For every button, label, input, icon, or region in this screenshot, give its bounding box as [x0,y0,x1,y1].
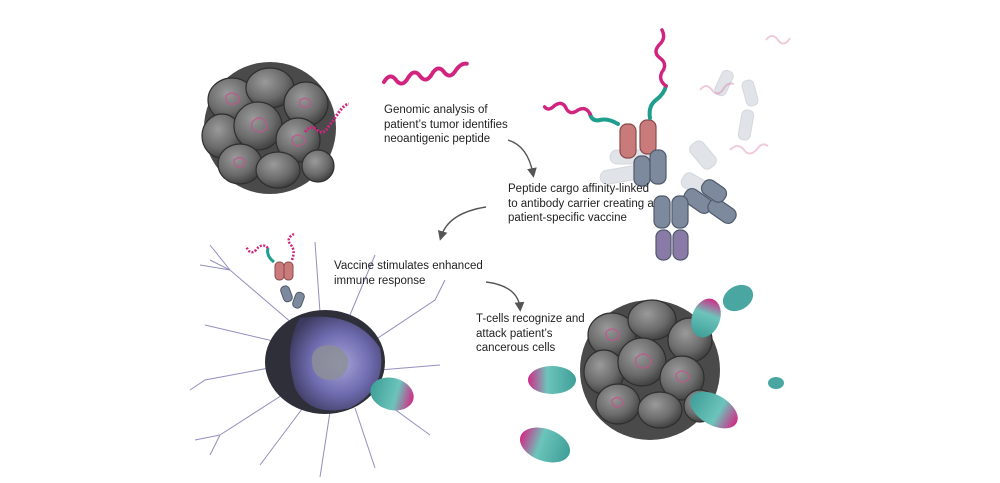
arrow-step-1-to-2 [507,139,537,178]
process-arrows [437,139,537,312]
step-1-line-2: patient’s tumor identifies [384,118,508,131]
step-4-line-3: cancerous cells [476,342,556,354]
arrow-step-3-to-4 [485,281,525,312]
step-1-caption: Genomic analysis of patient’s tumor iden… [384,103,508,147]
step-1-line-1: Genomic analysis of [384,104,488,116]
step-2-line-2: to antibody carrier creating a [508,197,654,210]
step-2-caption: Peptide cargo affinity-linked to antibod… [508,182,654,226]
step-2-line-3: patient-specific vaccine [508,212,627,224]
arrow-step-2-to-3 [437,206,487,241]
step-4-line-1: T-cells recognize and [476,313,585,325]
neoantigen-peptide [382,61,470,86]
step-2-line-1: Peptide cargo affinity-linked [508,183,650,195]
antibody-carrier-illustration [542,28,791,261]
step-4-caption: T-cells recognize and attack patient’s c… [476,312,585,356]
step-4-line-2: attack patient’s [476,327,553,340]
tumor-tcell-attack-illustration [519,284,784,463]
step-1-line-3: neoantigenic peptide [384,133,491,145]
peptide-strand [303,102,350,134]
step-3-line-1: Vaccine stimulates enhanced [334,260,483,272]
step-3-caption: Vaccine stimulates enhanced immune respo… [334,259,483,288]
step-3-line-2: immune response [334,274,426,287]
dendritic-cell-illustration [189,232,446,478]
